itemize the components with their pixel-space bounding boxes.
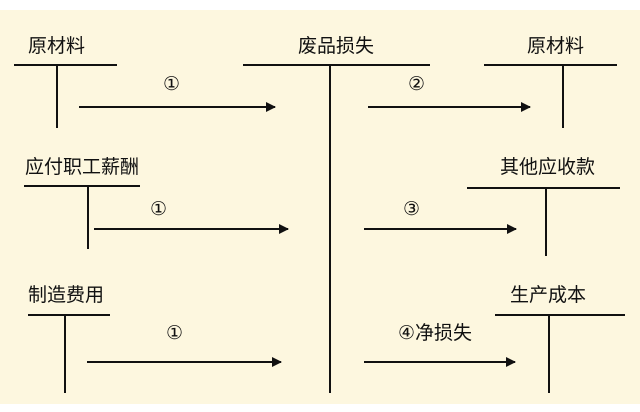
- account-label-production-cost: 生产成本: [510, 284, 587, 306]
- account-label-wages-payable: 应付职工薪酬: [25, 156, 140, 178]
- account-label-scrap-loss: 废品损失: [298, 35, 375, 57]
- flow-label-overhead-in: ①: [166, 322, 184, 344]
- diagram-background: [0, 10, 640, 404]
- account-label-raw-materials-right: 原材料: [527, 35, 585, 57]
- account-label-other-receivables: 其他应收款: [500, 156, 596, 178]
- flow-label-raw-materials-in: ①: [163, 73, 181, 95]
- account-label-raw-materials-left: 原材料: [28, 35, 86, 57]
- flow-label-wages-in: ①: [150, 198, 168, 220]
- flow-label-compensation: ③: [403, 198, 421, 220]
- flow-label-recovered-materials: ②: [408, 73, 426, 95]
- flow-label-net-loss: ④净损失: [398, 322, 473, 344]
- account-label-manufacturing-overhead: 制造费用: [28, 284, 105, 306]
